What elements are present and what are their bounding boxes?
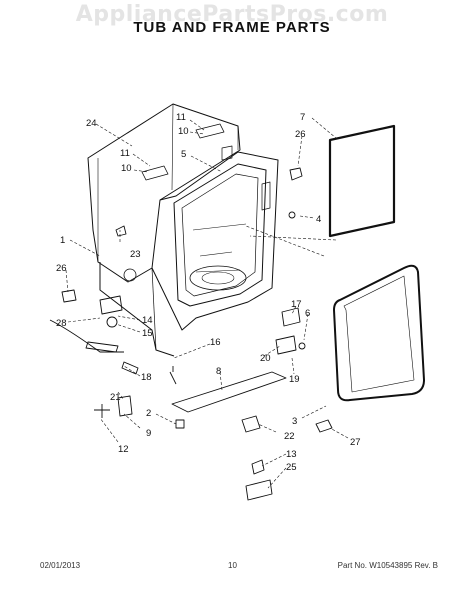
callout-7: 7 (300, 112, 305, 123)
callout-4: 4 (316, 214, 321, 225)
callout-28: 28 (56, 318, 67, 329)
callout-19: 19 (289, 374, 300, 385)
footer-part-number: Part No. W10543895 Rev. B (337, 561, 438, 570)
callout-20: 20 (260, 353, 271, 364)
callout-12: 12 (118, 444, 129, 455)
callout-8: 8 (216, 366, 221, 377)
footer-page-number: 10 (228, 561, 237, 570)
callout-15: 15 (142, 328, 153, 339)
callout-27: 27 (350, 437, 361, 448)
footer-date: 02/01/2013 (40, 561, 81, 570)
door-seal (328, 124, 396, 238)
callout-10: 10 (178, 126, 189, 137)
callout-17: 17 (291, 299, 302, 310)
callout-25: 25 (286, 462, 297, 473)
callout-11: 11 (120, 148, 130, 159)
watermark: AppliancePartsPros.com (75, 2, 389, 27)
callout-22: 22 (284, 431, 295, 442)
callout-21: 21 (110, 392, 121, 403)
callout-24: 24 (86, 118, 97, 129)
tub-gasket (333, 264, 425, 402)
callout-10: 10 (121, 163, 132, 174)
callout-26: 26 (295, 129, 306, 140)
page-title: TUB AND FRAME PARTS (133, 19, 331, 36)
callout-16: 16 (210, 337, 221, 348)
callout-2: 2 (146, 408, 151, 419)
small-parts (49, 167, 333, 501)
callout-13: 13 (286, 449, 297, 460)
callout-14: 14 (142, 315, 153, 326)
callout-18: 18 (141, 372, 152, 383)
leader-lines (65, 117, 349, 489)
callout-9: 9 (146, 428, 151, 439)
callout-5: 5 (181, 149, 186, 160)
callout-23: 23 (130, 249, 141, 260)
callout-11: 11 (176, 112, 186, 123)
callout-1: 1 (60, 235, 65, 246)
callout-6: 6 (305, 308, 310, 319)
callout-26: 26 (56, 263, 67, 274)
tub-frame (87, 103, 279, 357)
callout-3: 3 (292, 416, 297, 427)
